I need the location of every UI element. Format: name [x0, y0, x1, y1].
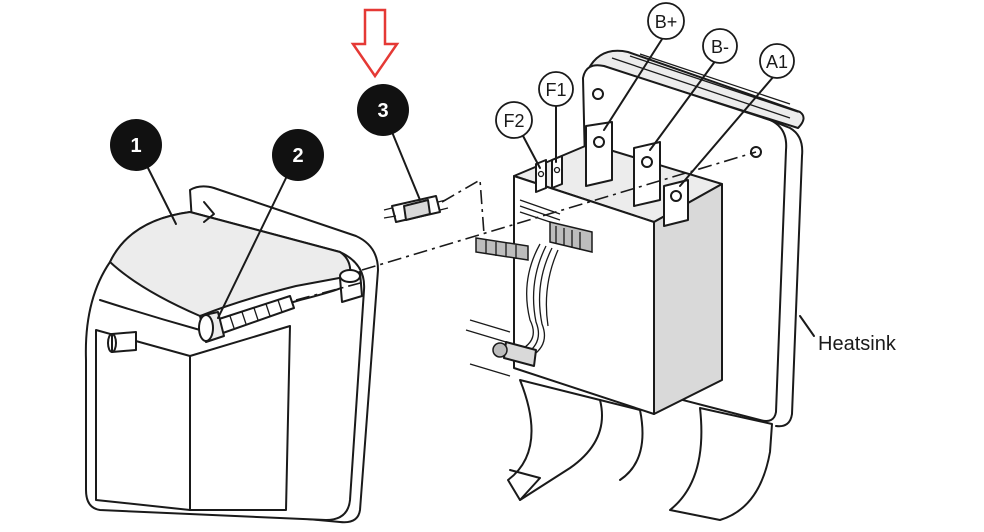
side-plug [475, 237, 529, 261]
terminal-post-bminus [633, 141, 661, 207]
leader-line-heatsink [799, 315, 815, 337]
cover [84, 185, 379, 524]
leader-line-bminus [649, 59, 717, 151]
callout-f1-label: F1 [545, 80, 566, 100]
callout-3: 3 [357, 84, 409, 136]
fuse [383, 195, 449, 223]
callout-f2: F2 [495, 101, 533, 139]
callout-bminus: B- [702, 28, 738, 64]
arrow-down-icon [350, 8, 400, 79]
callout-bminus-label: B- [711, 37, 729, 57]
callout-bplus-label: B+ [655, 12, 678, 32]
terminal-post-bplus [585, 121, 613, 187]
callout-2: 2 [272, 129, 324, 181]
controller-box [465, 121, 723, 415]
callout-1-label: 1 [130, 135, 141, 157]
callout-f1: F1 [538, 71, 574, 107]
box-connector [549, 221, 593, 253]
alignment-line-fuse [441, 178, 485, 235]
terminal-post-f1 [551, 155, 563, 189]
callout-1: 1 [110, 119, 162, 171]
callout-f2-label: F2 [503, 111, 524, 131]
wire-harness [465, 243, 559, 377]
callout-2-label: 2 [292, 145, 303, 167]
alignment-line-screw [295, 281, 365, 301]
leader-line-1 [147, 167, 177, 225]
terminal-post-a1 [663, 179, 689, 227]
callout-3-label: 3 [377, 100, 388, 122]
leader-line-a1 [679, 75, 775, 187]
terminal-post-f2 [535, 159, 547, 193]
callout-a1-label: A1 [766, 52, 788, 72]
leader-line-3 [391, 131, 421, 201]
screw [198, 295, 295, 343]
heatsink-label: Heatsink [818, 333, 897, 355]
leader-line-2 [217, 177, 287, 319]
callout-bplus: B+ [647, 2, 685, 40]
callout-a1: A1 [759, 43, 795, 79]
leader-line-bplus [603, 35, 665, 131]
leader-line-f2 [521, 133, 541, 169]
